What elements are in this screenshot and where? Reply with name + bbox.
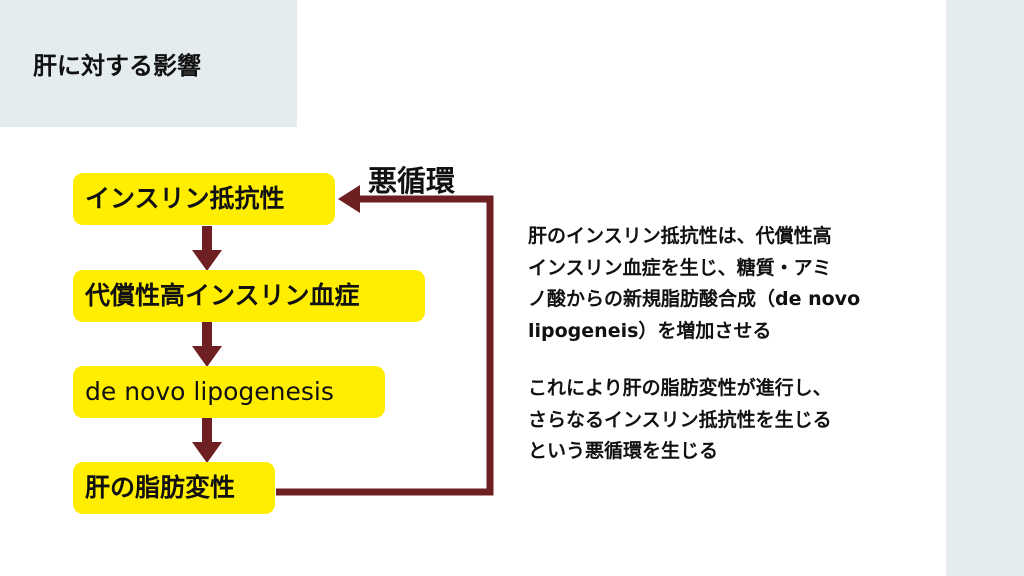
arrow-head-3: [192, 442, 222, 463]
description-paragraph-2: これにより肝の脂肪変性が進行し、 さらなるインスリン抵抗性を生じる という悪循環…: [528, 373, 928, 468]
text-line: lipogeneis）を増加させる: [528, 319, 772, 342]
description-paragraph-1: 肝のインスリン抵抗性は、代償性高 インスリン血症を生じ、糖質・アミ ノ酸からの新…: [528, 221, 928, 347]
text-line: さらなるインスリン抵抗性を生じる: [528, 408, 832, 431]
flow-box-hyperinsulinemia: 代償性高インスリン血症: [73, 270, 425, 322]
feedback-loop-arrowhead: [338, 185, 360, 213]
side-strip: [946, 0, 1024, 576]
flow-box-insulin-resistance: インスリン抵抗性: [73, 173, 335, 225]
arrow-head-2: [192, 346, 222, 367]
text-line: インスリン血症を生じ、糖質・アミ: [528, 256, 832, 279]
text-line: 肝のインスリン抵抗性は、代償性高: [528, 225, 832, 247]
title-panel: [0, 0, 297, 127]
slide-title: 肝に対する影響: [33, 52, 201, 80]
text-line: これにより肝の脂肪変性が進行し、: [528, 377, 832, 399]
flow-box-de-novo-lipogenesis: de novo lipogenesis: [73, 366, 385, 418]
text-line: という悪循環を生じる: [528, 440, 719, 462]
arrow-shaft-3: [202, 418, 212, 445]
flow-box-fatty-liver: 肝の脂肪変性: [73, 462, 275, 514]
arrow-shaft-2: [202, 322, 212, 349]
arrow-head-1: [192, 250, 222, 271]
vicious-cycle-label: 悪循環: [368, 164, 456, 198]
text-line: ノ酸からの新規脂肪酸合成（de novo: [528, 288, 861, 310]
feedback-loop-line: [276, 195, 494, 496]
arrow-shaft-1: [202, 226, 212, 253]
